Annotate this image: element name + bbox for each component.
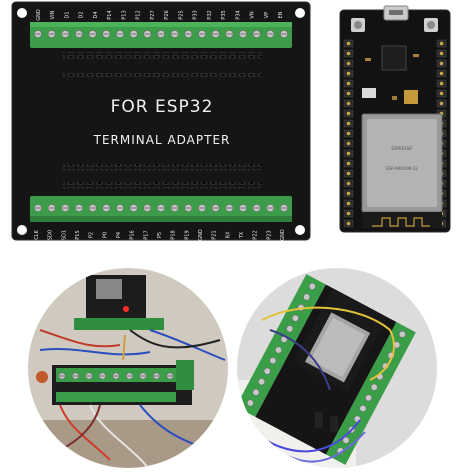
terminal-screw (308, 282, 316, 290)
terminal-screw (258, 378, 266, 386)
bottom-pin-label-3: P15 (75, 230, 81, 239)
mounting-hole (295, 8, 305, 18)
bottom-pin-label-7: P16 (130, 230, 136, 239)
header-row (62, 182, 262, 189)
bottom-pin-label-17: P23 (266, 230, 272, 239)
bottom-terminal-block (30, 196, 292, 222)
terminal-screw (275, 346, 282, 354)
terminal-screw (286, 325, 294, 333)
header-row (62, 164, 262, 171)
top-pin-label-6: P13 (121, 10, 127, 19)
top-pin-label-0: GND (36, 9, 42, 21)
top-terminal-block (30, 22, 292, 48)
bottom-pin-label-9: P5 (157, 232, 163, 238)
bottom-pin-label-1: SD0 (48, 230, 54, 240)
terminal-screw (370, 383, 378, 391)
bottom-pin-label-10: P18 (171, 230, 177, 239)
bottom-pin-label-13: P21 (212, 230, 218, 239)
terminal-screw (291, 314, 299, 322)
bottom-pin-label-11: P19 (184, 230, 190, 239)
bottom-pin-label-4: P2 (89, 232, 95, 238)
terminal-screw (359, 404, 367, 412)
terminal-screw (398, 330, 406, 338)
top-pin-label-13: P35 (221, 10, 227, 19)
bottom-pin-label-6: P4 (116, 232, 122, 238)
top-pin-label-8: P27 (150, 10, 156, 19)
terminal-screw (303, 293, 311, 301)
chip-label: ESP-WROOM-32 (386, 166, 418, 171)
mounting-hole (17, 8, 27, 18)
top-pin-label-9: P26 (164, 10, 170, 19)
bottom-pin-labels: CLK SD0 SD1 P15 P2 P0 P4 P16 P17 P5 P18 P19 GND P21 RX… (34, 229, 286, 241)
header-row (62, 52, 262, 59)
header-row (62, 71, 262, 78)
capacitor (404, 90, 418, 104)
top-pin-label-15: VN (250, 11, 256, 18)
chip-brand: ESPRESSIF (391, 146, 413, 151)
bottom-pin-label-18: GND (280, 229, 286, 241)
mounting-hole (295, 225, 305, 235)
terminal-screw (263, 367, 271, 375)
bottom-pin-label-12: GND (198, 229, 204, 241)
top-pin-label-1: VIN (50, 10, 56, 19)
top-pin-label-4: D4 (93, 11, 99, 18)
bottom-pin-label-2: SD1 (61, 230, 67, 240)
uart-chip (381, 45, 407, 71)
board-title: FOR ESP32 (111, 97, 214, 117)
terminal-screw (365, 394, 373, 402)
terminal-screw (252, 388, 260, 396)
top-pin-label-10: P25 (178, 10, 184, 19)
bottom-pin-label-16: P22 (253, 230, 259, 239)
terminal-screw (269, 357, 277, 365)
top-pin-label-7: P12 (136, 10, 142, 19)
top-pin-label-5: P14 (107, 10, 113, 19)
board-subtitle: TERMINAL ADAPTER (93, 133, 231, 147)
esp32-module: ESPRESSIF ESP-WROOM-32 (339, 5, 451, 233)
top-pin-label-16: VP (264, 12, 270, 18)
top-pin-label-17: EN (278, 11, 284, 18)
wired-adapter-photo (26, 266, 230, 470)
bottom-pin-label-5: P0 (102, 232, 108, 238)
bottom-pin-label-0: CLK (34, 230, 40, 240)
bottom-pin-label-15: TX (239, 231, 245, 239)
terminal-screw (246, 399, 254, 407)
top-pin-labels: GND VIN D1 D2 D4 P14 P13 P12 P27 P26 P25 P33 P32 P35 P… (36, 9, 284, 21)
top-pin-label-14: P34 (235, 10, 241, 19)
regulator (362, 88, 376, 98)
top-pin-label-2: D1 (64, 11, 70, 18)
top-pin-label-3: D2 (79, 11, 85, 18)
bottom-pin-label-14: RX (225, 231, 231, 238)
top-pin-label-11: P33 (193, 10, 199, 19)
top-pin-label-12: P32 (207, 10, 213, 19)
mounting-hole (17, 225, 27, 235)
bottom-pin-label-8: P17 (143, 230, 149, 239)
esp32-mounted-photo (235, 266, 439, 470)
